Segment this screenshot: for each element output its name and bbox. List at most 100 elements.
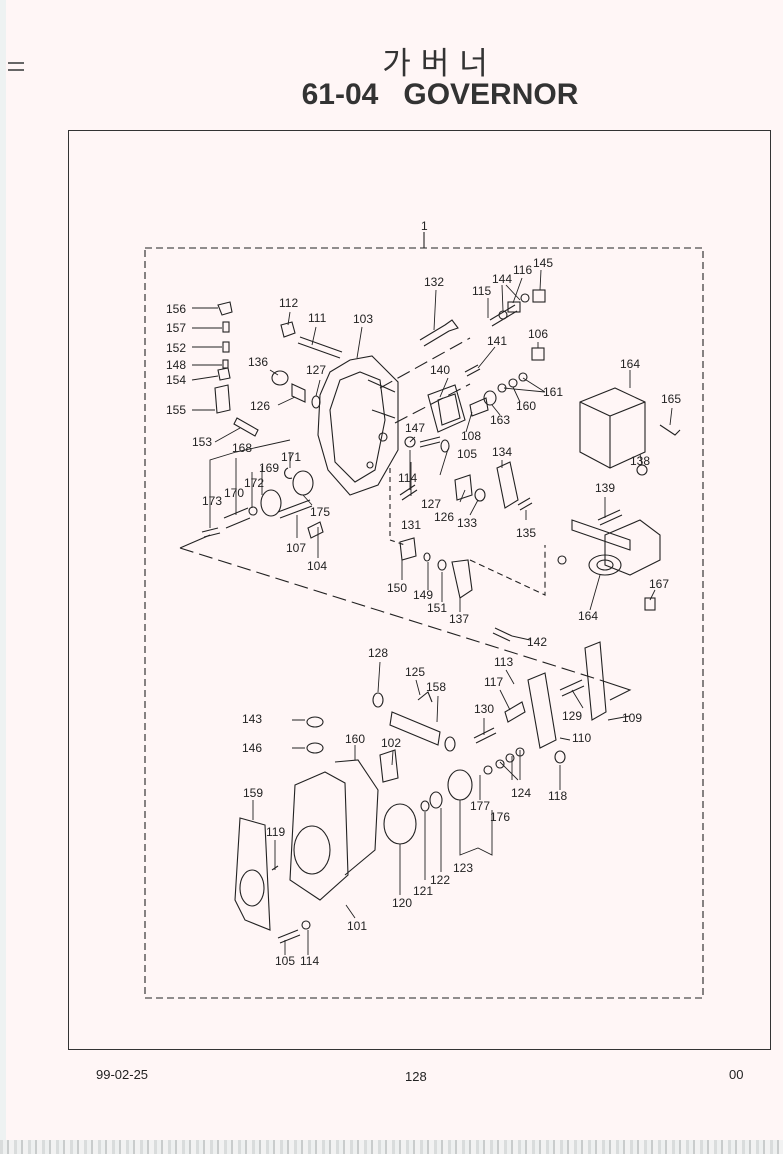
lever-137 <box>451 559 473 599</box>
screw-115 <box>489 304 518 327</box>
washer-133 <box>474 488 486 502</box>
sleeve-108 <box>469 397 489 417</box>
plug-143 <box>306 716 324 728</box>
washer-121 <box>420 800 430 812</box>
shim-124 <box>495 759 505 769</box>
screw-141 <box>464 364 481 377</box>
callout-167: 167 <box>649 577 669 591</box>
callout-149: 149 <box>413 588 433 602</box>
o-ring-149 <box>423 552 431 562</box>
callout-105: 105 <box>457 447 477 461</box>
section-title: GOVERNOR <box>403 78 579 111</box>
callout-135: 135 <box>516 526 536 540</box>
callout-107: 107 <box>286 541 306 555</box>
solenoid-164 <box>571 519 661 576</box>
callout-177: 177 <box>470 799 490 813</box>
spring-169 <box>260 489 282 517</box>
callout-164: 164 <box>578 609 598 623</box>
washer-173 <box>248 506 258 516</box>
callout-121: 121 <box>413 884 433 898</box>
shaft-125 <box>389 711 441 746</box>
callout-109: 109 <box>622 711 642 725</box>
callout-136: 136 <box>248 355 268 369</box>
callout-120: 120 <box>392 896 412 910</box>
title-korean: 가버너 <box>382 46 498 82</box>
snap-ring-128 <box>372 692 384 708</box>
housing-103 <box>317 355 399 496</box>
callout-118: 118 <box>548 789 567 803</box>
gasket-146 <box>306 742 324 754</box>
callout-125: 125 <box>405 665 425 679</box>
bushing-126 <box>291 383 306 403</box>
plate-117 <box>504 701 526 723</box>
washer-147 <box>404 436 416 448</box>
callout-175: 175 <box>310 505 330 519</box>
callout-170: 170 <box>224 486 244 500</box>
bushing-122 <box>429 791 443 809</box>
nut-116 <box>507 301 521 313</box>
screw-104 <box>307 521 324 539</box>
callout-160: 160 <box>345 732 365 746</box>
callout-113: 113 <box>494 655 513 669</box>
adjuster-parts <box>214 301 259 437</box>
callout-116: 116 <box>513 263 532 277</box>
plug-150 <box>399 537 417 561</box>
plate-102 <box>379 749 399 783</box>
callout-129: 129 <box>562 709 582 723</box>
sleeve-123 <box>447 769 473 801</box>
margin-marks <box>8 62 24 76</box>
callout-112: 112 <box>279 296 298 310</box>
callout-127: 127 <box>306 363 326 377</box>
spring-130 <box>473 727 497 744</box>
cover-box-165 <box>579 387 646 469</box>
callout-106: 106 <box>528 327 548 341</box>
callout-153: 153 <box>192 435 212 449</box>
section-number: 61-04 <box>301 78 379 111</box>
callout-173: 172 <box>244 476 264 490</box>
axis-line <box>379 337 471 424</box>
spring-129 <box>559 679 585 697</box>
callout-117: 117 <box>484 675 503 689</box>
screw-142 <box>492 627 513 642</box>
lever-125 <box>417 691 433 703</box>
callout-101: 101 <box>347 919 367 933</box>
bolt-171 <box>201 527 221 538</box>
screw-107 <box>277 499 313 519</box>
leader-lines <box>191 269 673 955</box>
washer-151 <box>437 559 447 571</box>
gasket-159 <box>234 817 271 931</box>
callout-138: 138 <box>630 454 650 468</box>
bushing-118 <box>554 750 566 764</box>
callout-133: 133 <box>457 516 477 530</box>
callout-169: 169 <box>259 461 279 475</box>
washer-162 <box>518 372 528 382</box>
screw-135 <box>517 497 533 511</box>
axis-line <box>469 545 546 596</box>
callout-132: 132 <box>424 275 444 289</box>
callout-162: 161 <box>543 385 563 399</box>
o-ring-127 <box>440 439 450 453</box>
callout-114: 114 <box>398 471 417 485</box>
callout-154: 154 <box>166 373 186 387</box>
callout-145: 145 <box>533 256 553 270</box>
callout-140: 140 <box>430 363 450 377</box>
callout-126: 126 <box>250 399 270 413</box>
callout-137: 137 <box>449 612 469 626</box>
screw-131 <box>399 484 418 501</box>
callout-157: 157 <box>166 321 186 335</box>
bolt-132 <box>419 319 459 347</box>
callout-150: 150 <box>387 581 407 595</box>
diagram-frame <box>68 130 771 1050</box>
callout-141: 141 <box>487 334 507 348</box>
clip-172 <box>284 467 293 479</box>
callout-146: 146 <box>242 741 262 755</box>
bushing-126 <box>454 474 473 501</box>
screw-166 <box>659 424 681 436</box>
callout-labels: 1 156 157 152 148 154 155 153 112 111 10… <box>166 219 681 968</box>
bracket-134 <box>496 461 519 509</box>
callout-148: 148 <box>166 358 186 372</box>
cap-nut-145 <box>532 289 546 303</box>
page-title: 61-04 GOVERNOR <box>0 78 783 112</box>
axis-line <box>179 547 601 681</box>
footer-page-number: 128 <box>405 1069 427 1084</box>
